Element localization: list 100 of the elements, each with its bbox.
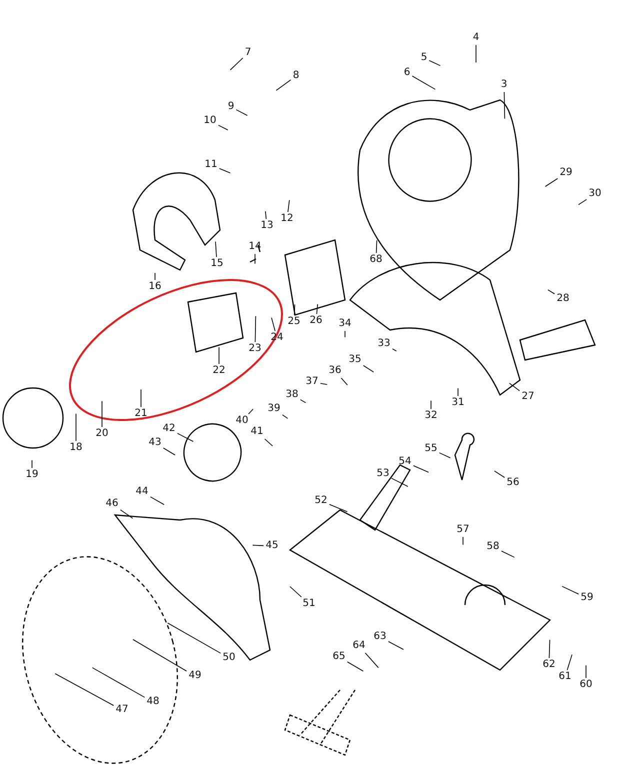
callout-number: 4 bbox=[472, 32, 480, 44]
callout-number: 39 bbox=[266, 403, 282, 415]
leader-line bbox=[344, 330, 346, 338]
callout-number: 53 bbox=[376, 468, 390, 480]
leader-line bbox=[230, 58, 244, 70]
callout-number: 29 bbox=[558, 167, 574, 179]
leader-line bbox=[439, 452, 451, 458]
leader-line bbox=[294, 304, 296, 316]
callout-number: 35 bbox=[348, 354, 362, 366]
callout-number: 68 bbox=[368, 254, 384, 266]
callout-number: 58 bbox=[486, 541, 500, 553]
callout-number: 19 bbox=[24, 469, 40, 481]
callout-number: 26 bbox=[308, 315, 324, 327]
leader-line bbox=[140, 389, 142, 408]
callout-number: 37 bbox=[304, 376, 320, 388]
callout-number: 54 bbox=[398, 456, 412, 468]
leader-line bbox=[288, 200, 290, 212]
leader-line bbox=[347, 662, 364, 672]
callout-number: 13 bbox=[260, 220, 274, 232]
leader-line bbox=[462, 536, 464, 546]
leader-line bbox=[300, 399, 306, 404]
callout-number: 57 bbox=[456, 524, 470, 536]
leader-line bbox=[163, 448, 176, 456]
callout-number: 47 bbox=[114, 704, 130, 716]
callout-number: 44 bbox=[134, 486, 150, 498]
leader-line bbox=[150, 496, 164, 505]
callout-number: 12 bbox=[280, 213, 294, 225]
callout-number: 25 bbox=[286, 316, 302, 328]
leader-line bbox=[276, 79, 292, 91]
leader-line bbox=[218, 346, 220, 364]
leader-line bbox=[376, 240, 378, 254]
callout-number: 65 bbox=[332, 651, 346, 663]
leader-line bbox=[340, 378, 348, 386]
leader-line bbox=[329, 504, 348, 512]
leader-line bbox=[215, 241, 217, 258]
leader-line bbox=[248, 408, 254, 414]
callout-number: 33 bbox=[376, 338, 392, 350]
callout-number: 7 bbox=[244, 47, 252, 59]
leader-line bbox=[320, 383, 328, 385]
callout-number: 56 bbox=[506, 477, 520, 489]
callout-number: 55 bbox=[424, 443, 438, 455]
leader-line bbox=[154, 272, 156, 280]
leader-line bbox=[254, 254, 256, 264]
callout-number: 46 bbox=[104, 498, 120, 510]
callout-number: 14 bbox=[248, 241, 262, 253]
leader-line bbox=[271, 317, 276, 332]
callout-number: 22 bbox=[212, 365, 226, 377]
callout-number: 16 bbox=[148, 281, 162, 293]
leader-line bbox=[218, 124, 228, 130]
leader-line bbox=[236, 109, 248, 116]
callout-number: 5 bbox=[420, 52, 428, 64]
leader-line bbox=[254, 316, 256, 342]
leader-line bbox=[364, 652, 379, 668]
callout-number: 38 bbox=[284, 389, 300, 401]
callout-number: 8 bbox=[292, 70, 300, 82]
callout-number: 18 bbox=[68, 442, 84, 454]
callout-number: 30 bbox=[588, 188, 602, 200]
leader-line bbox=[566, 654, 572, 670]
leader-line bbox=[428, 60, 441, 66]
callout-number: 36 bbox=[328, 365, 342, 377]
callout-number: 42 bbox=[162, 423, 176, 435]
callout-number: 59 bbox=[580, 592, 594, 604]
callout-number: 20 bbox=[94, 428, 110, 440]
leader-line bbox=[544, 178, 558, 187]
callout-number: 6 bbox=[402, 67, 412, 79]
callout-number: 27 bbox=[520, 391, 536, 403]
callout-number: 11 bbox=[204, 159, 218, 171]
leader-line bbox=[363, 365, 374, 372]
leader-line bbox=[391, 478, 408, 487]
leader-line bbox=[290, 586, 302, 598]
leader-line bbox=[430, 400, 432, 410]
leader-line bbox=[132, 639, 187, 672]
leader-line bbox=[392, 348, 397, 352]
callout-number: 50 bbox=[222, 652, 236, 664]
leader-line bbox=[578, 199, 587, 206]
leader-line bbox=[167, 622, 221, 654]
callout-number: 34 bbox=[338, 318, 352, 330]
leader-line bbox=[316, 304, 318, 314]
leader-line bbox=[92, 667, 145, 698]
leader-line bbox=[548, 639, 550, 658]
callout-number: 41 bbox=[250, 426, 264, 438]
callout-number: 15 bbox=[210, 258, 224, 270]
leader-line bbox=[501, 550, 515, 558]
callout-number: 32 bbox=[424, 410, 438, 422]
callout-number: 61 bbox=[558, 671, 572, 683]
callout-number: 31 bbox=[450, 397, 466, 409]
callout-number: 9 bbox=[226, 101, 236, 113]
callout-number: 49 bbox=[188, 670, 202, 682]
leader-line bbox=[265, 210, 267, 220]
leader-line bbox=[504, 92, 506, 119]
callout-number: 63 bbox=[372, 631, 388, 643]
leader-line bbox=[388, 641, 404, 650]
leader-line bbox=[177, 432, 194, 442]
callout-number: 28 bbox=[556, 293, 570, 305]
callout-number: 3 bbox=[500, 79, 508, 91]
leader-line bbox=[548, 289, 555, 294]
leader-line bbox=[412, 76, 436, 90]
leader-line bbox=[264, 438, 273, 446]
callout-number: 51 bbox=[302, 598, 316, 610]
callout-number: 45 bbox=[264, 540, 280, 552]
